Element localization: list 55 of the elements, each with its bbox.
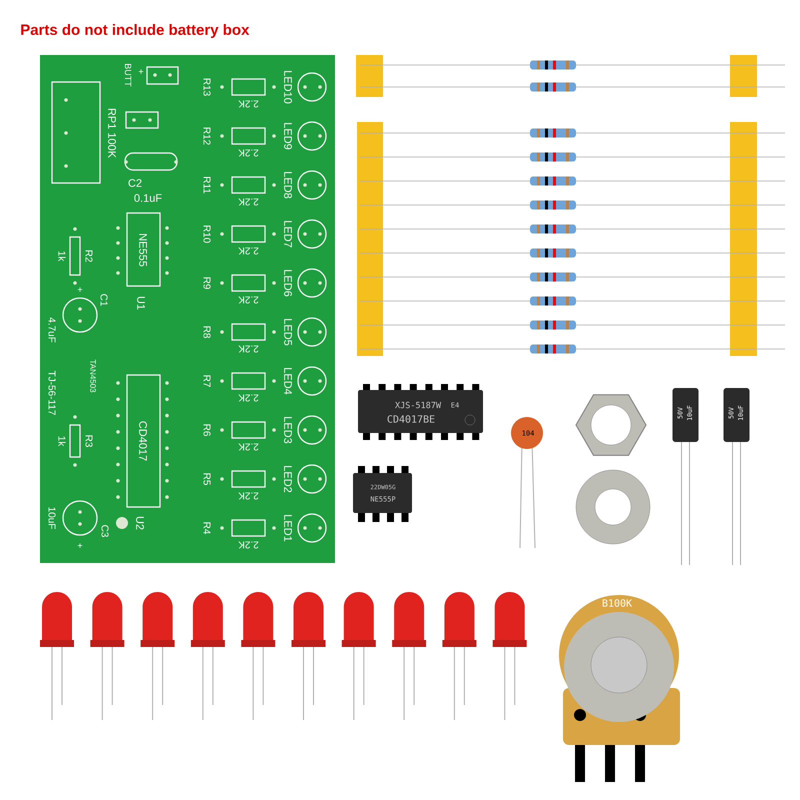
silkscreen-label: LED5 [284, 319, 292, 346]
chip-marking: CD4017BE [388, 415, 434, 423]
silkscreen-label: R2 [86, 250, 92, 262]
silkscreen-label: 10uF [48, 507, 56, 529]
silkscreen-label: NE555 [139, 234, 147, 266]
silkscreen-label: LED1 [284, 515, 292, 542]
silkscreen-label: R4 [204, 522, 210, 534]
silkscreen-label: LED4 [284, 368, 292, 394]
silkscreen-label: LED7 [284, 221, 292, 248]
silkscreen-label: 2.2K [238, 346, 258, 352]
silkscreen-label: R10 [203, 226, 211, 243]
title: Parts do not include battery box [21, 24, 250, 38]
silkscreen-label: CD4017 [139, 421, 147, 461]
silkscreen-label: R7 [204, 375, 210, 387]
silkscreen-label: R12 [204, 128, 210, 145]
silkscreen-label: 1k [58, 252, 66, 262]
silkscreen-label: R13 [203, 78, 211, 96]
chip-marking: XJS-5187W [395, 402, 442, 408]
silkscreen-label: 2.2K [238, 444, 258, 450]
silkscreen-label: R8 [203, 326, 211, 338]
silkscreen-label: + [78, 287, 82, 292]
silkscreen-label: C3 [101, 525, 109, 537]
silkscreen-label: R11 [204, 177, 210, 194]
silkscreen-label: TJ-56-117 [48, 370, 56, 415]
silkscreen-label: BUTT [124, 64, 132, 87]
silkscreen-label: RP1 100K [108, 108, 116, 158]
silkscreen-label: LED9 [284, 123, 292, 150]
silkscreen-label: 2.2K [238, 394, 258, 402]
silkscreen-label: R9 [203, 277, 211, 289]
silkscreen-label: 2.2K [238, 296, 258, 304]
silkscreen-label: LED10 [284, 71, 292, 104]
silkscreen-label: C2 [128, 179, 142, 187]
silkscreen-label: + [138, 69, 144, 74]
silkscreen-label: C1 [100, 294, 108, 306]
silkscreen-label: LED3 [284, 417, 292, 444]
potentiometer-marking: B100K [602, 599, 632, 607]
silkscreen-label: 0.1uF [134, 194, 162, 202]
silkscreen-label: U1 [137, 296, 145, 310]
silkscreen-label: R6 [203, 424, 211, 436]
silkscreen-label: LED6 [284, 270, 292, 296]
silkscreen-label: LED2 [284, 466, 292, 492]
silkscreen-label: 2.2K [238, 198, 258, 206]
silkscreen-label: 2.2K [238, 542, 258, 548]
silkscreen-label: LED8 [284, 172, 292, 198]
silkscreen-label: 1k [58, 436, 66, 446]
silkscreen-label: 2.2K [238, 248, 258, 254]
silkscreen-label: R5 [204, 473, 210, 485]
silkscreen-label: R3 [85, 435, 93, 447]
silkscreen-label: TAN4503 [90, 360, 96, 392]
silkscreen-label: 2.2K [238, 100, 258, 108]
silkscreen-label: 4.7uF [48, 317, 56, 342]
silkscreen-label: + [78, 543, 82, 548]
silkscreen-label: 2.2K [238, 492, 258, 500]
silkscreen-label: 2.2K [238, 150, 258, 156]
silkscreen-label: U2 [136, 516, 144, 530]
